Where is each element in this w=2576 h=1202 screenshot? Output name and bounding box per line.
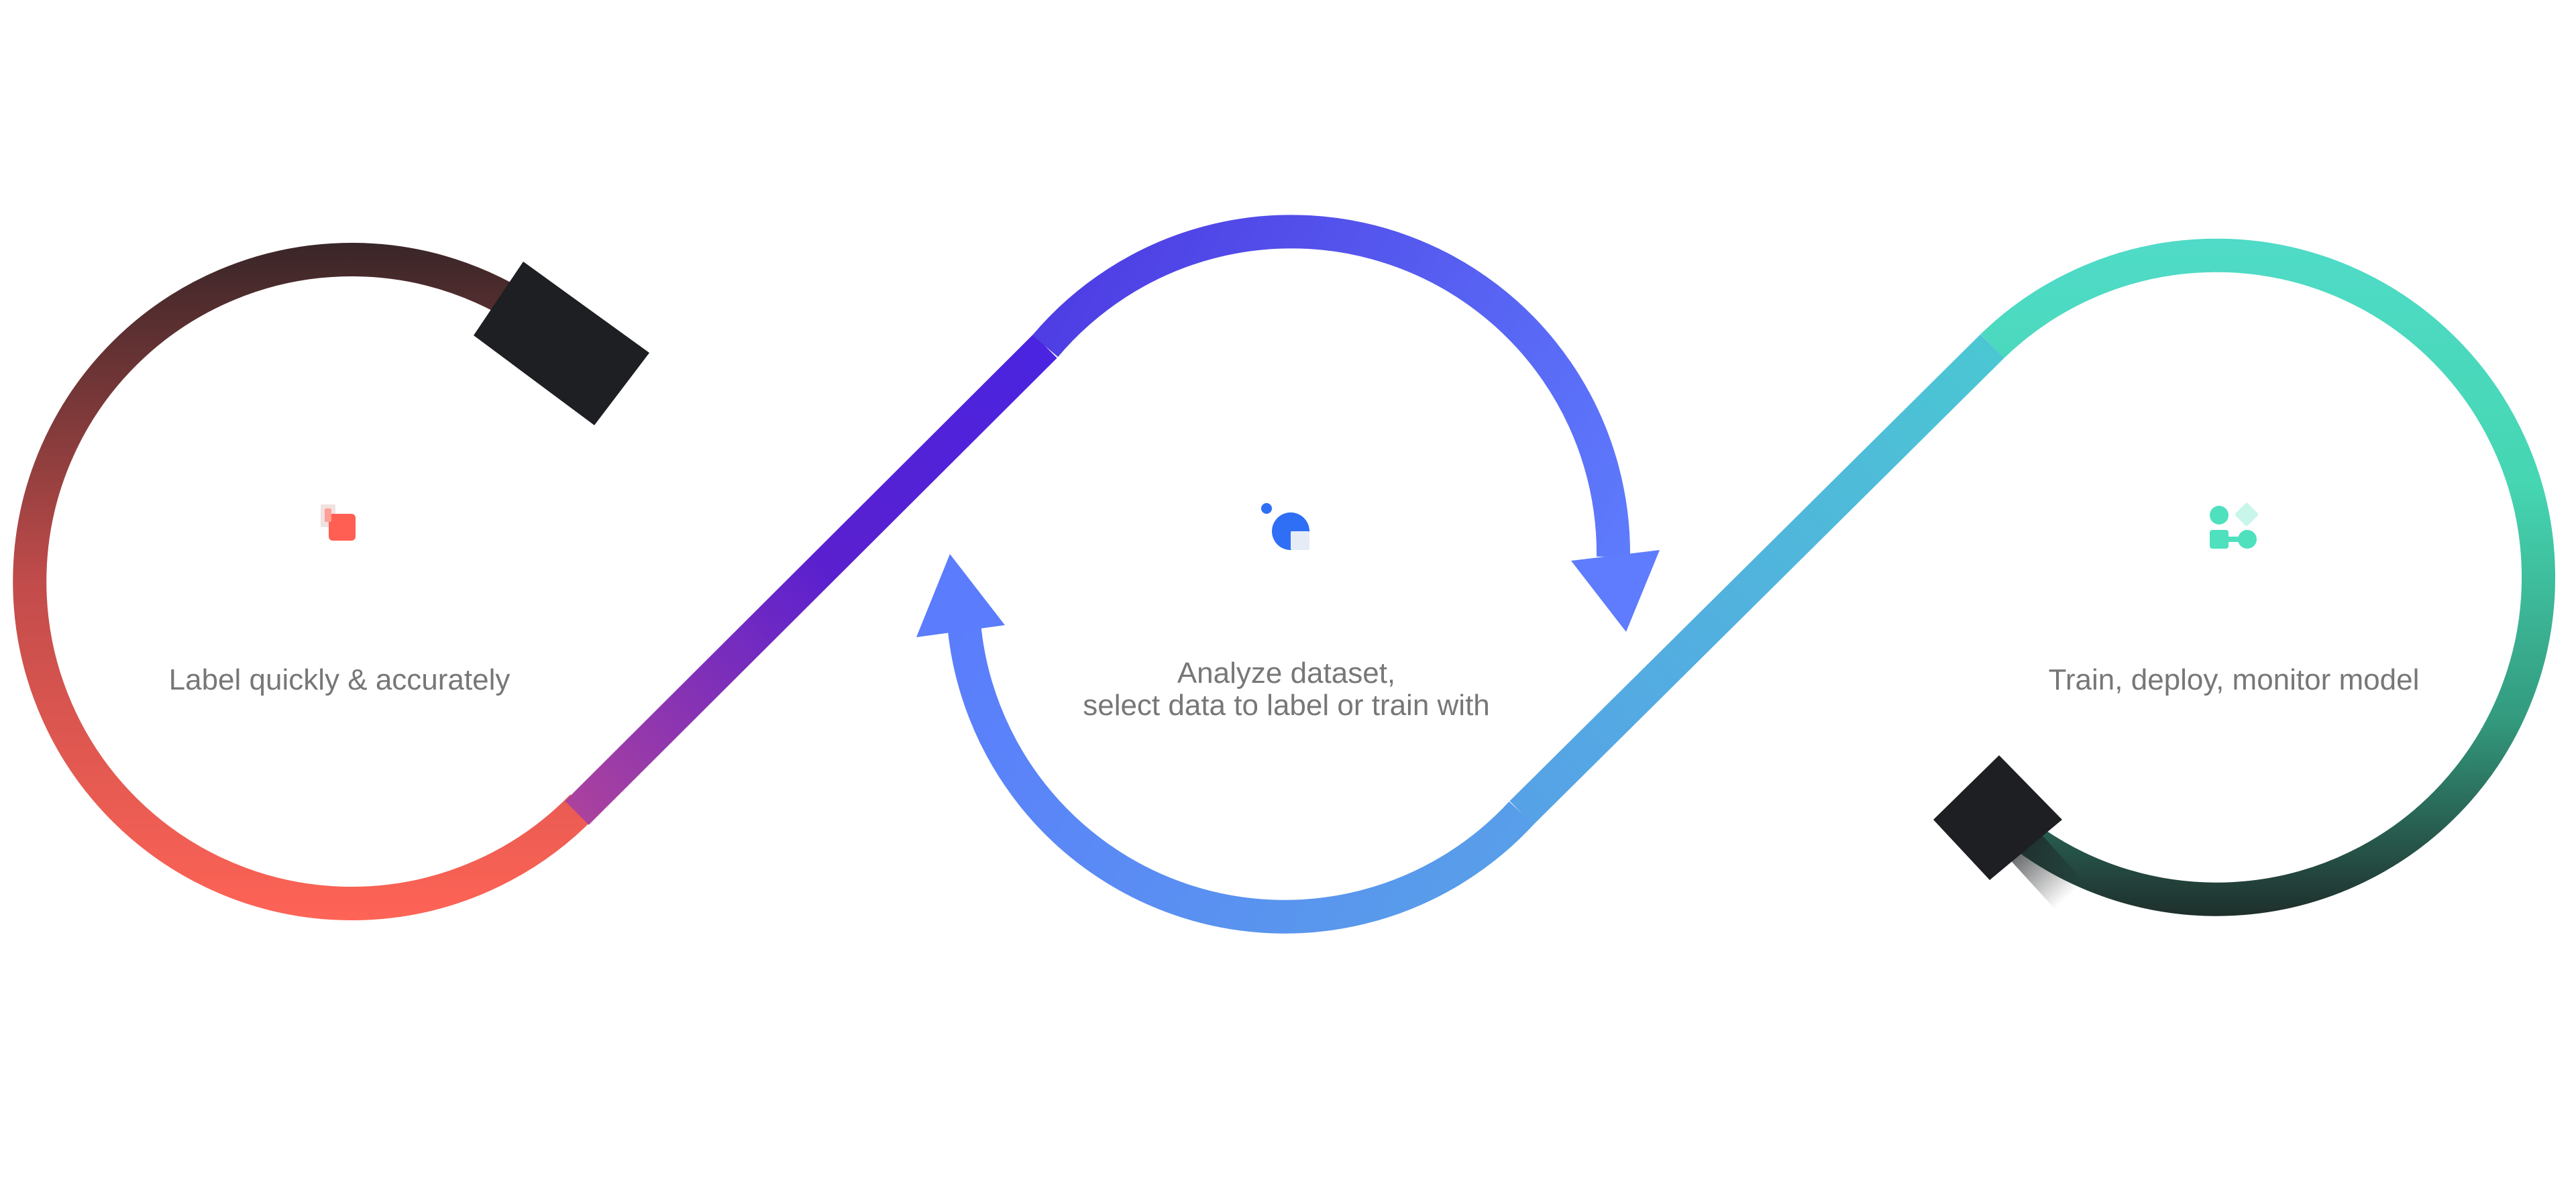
step-label-line: Train, deploy, monitor model [2048, 663, 2420, 696]
step-label-line: Label quickly & accurately [168, 663, 511, 696]
step-label-line: Analyze dataset, [1177, 657, 1396, 690]
connector-analyze-to-train [1509, 334, 2004, 825]
step-label-line: select data to label or train with [1083, 689, 1490, 722]
model-pipeline-icon [2210, 502, 2259, 549]
step-label-analyze: Analyze dataset, select data to label or… [976, 657, 1597, 722]
analyze-loop-top [1032, 215, 1660, 632]
train-loop [1933, 238, 2555, 916]
analyze-loop-arrow-up [916, 554, 1005, 637]
label-loop-arrow-head [474, 262, 649, 425]
analyze-loop-arrow-down [1571, 550, 1660, 632]
step-label-label: Label quickly & accurately [87, 664, 592, 696]
step-label-train: Train, deploy, monitor model [1979, 664, 2489, 696]
label-tag-icon [321, 504, 356, 541]
label-loop [13, 243, 649, 920]
analyze-loop-bottom [916, 554, 1534, 934]
train-loop-arrow-head [1933, 755, 2062, 880]
dataset-analysis-icon [1261, 503, 1309, 550]
connector-label-to-analyze [565, 334, 1057, 825]
